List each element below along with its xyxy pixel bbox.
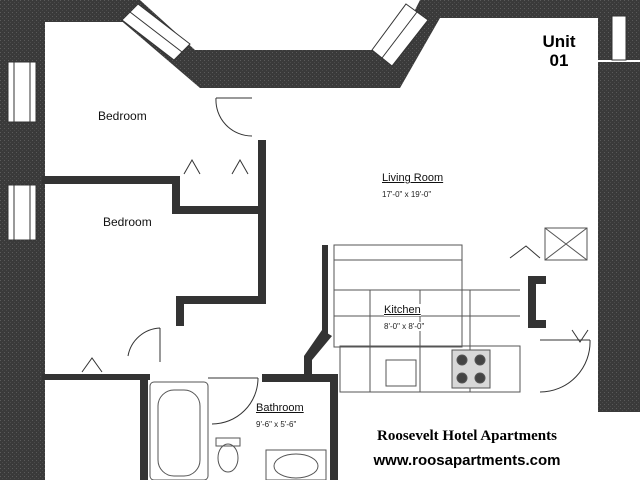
room-dim-living: 17'-0" x 19'-0" [382,190,432,199]
wall-entry-b [528,276,536,326]
wall-kitchen-diag [304,330,332,374]
kitchen-sink [385,359,417,387]
brand-name: Roosevelt Hotel Apartments [377,428,557,444]
room-dim-bathroom: 9'-6" x 5'-6" [256,420,297,429]
window-bedroom-mid [7,184,37,241]
wall-bath-top2 [262,374,338,382]
door-bedroom-top [215,97,253,137]
wall-entry-a [528,276,546,284]
wall-lower-step-v [176,296,184,326]
wall-bay [118,0,440,88]
room-label-bedroom-top: Bedroom [98,109,147,123]
door-bath [208,377,259,425]
door-bedroom-mid [127,327,161,362]
closet-door-1 [183,158,201,175]
room-label-bedroom-mid: Bedroom [103,215,152,229]
wall-vertical-main [258,140,266,302]
wall-closet-b [172,206,262,214]
unit-label-line1: Unit [542,32,576,51]
room-label-kitchen: Kitchen [384,304,421,316]
wall-right [598,62,640,412]
stove [451,349,491,389]
closet-door-2 [231,158,249,175]
interior-walls [42,140,546,480]
kitchen-counter [339,345,521,393]
closet-door-3 [81,357,103,373]
fridge-area [544,227,588,261]
room-label-living: Living Room [382,172,444,184]
windows [7,3,627,241]
wall-bath-top [42,374,150,380]
closet-door-5 [571,329,589,343]
closet-door-4 [509,245,541,259]
wall-entry-c [528,320,546,328]
branding-box: Roosevelt Hotel Apartments www.roosapart… [342,406,592,480]
doors [81,97,591,425]
unit-label: Unit 01 [536,32,582,70]
bath-sink [273,453,319,479]
bathtub [149,381,209,480]
room-label-bathroom: Bathroom [256,402,304,414]
kitchen-counter-area [333,244,463,348]
toilet [217,443,239,473]
wall-closet-a [172,176,180,212]
window-bedroom-top [7,61,37,123]
wall-kitchen-v [322,245,328,335]
window-right [611,15,627,61]
kitchen-fixtures [333,227,588,393]
wall-bedroom-divider [42,176,180,184]
wall-bath-right [330,374,338,480]
brand-url[interactable]: www.roosapartments.com [373,452,561,469]
unit-label-line2: 01 [549,51,569,70]
wall-top-right [420,0,640,18]
door-entry [539,339,591,393]
wall-bath-left [140,374,148,480]
room-dim-kitchen: 8'-0" x 8'-0" [384,322,425,331]
bathroom-fixtures [149,381,327,480]
wall-lower-step [176,296,266,304]
